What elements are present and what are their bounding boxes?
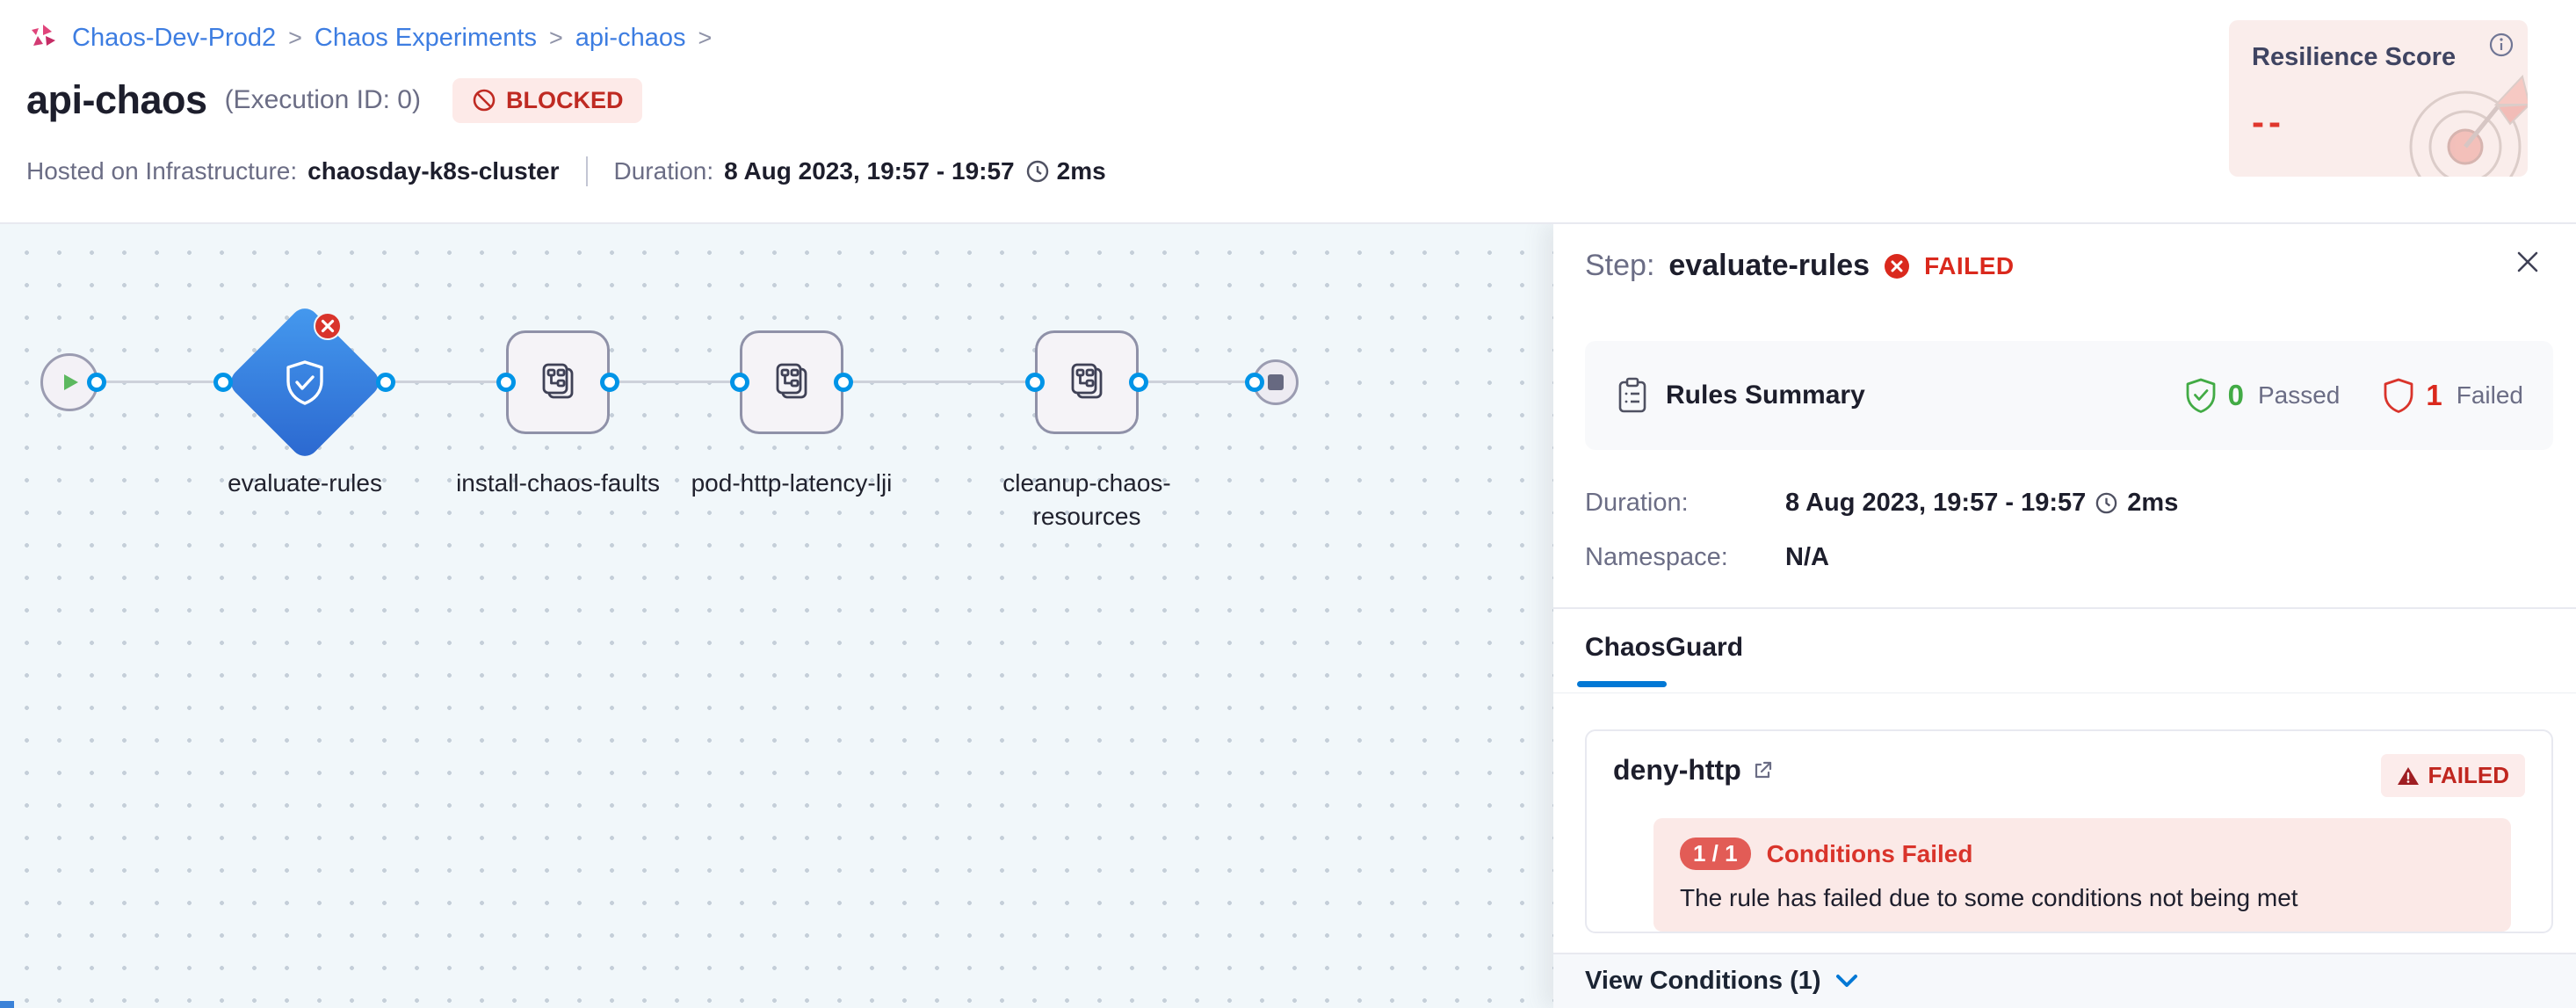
conditions-count-pill: 1 / 1: [1680, 838, 1751, 870]
info-icon[interactable]: [2487, 31, 2515, 59]
elapsed-value: 2ms: [2127, 489, 2179, 517]
rules-summary-card: Rules Summary 0 Passed 1: [1585, 341, 2553, 450]
conditions-failed-alert: 1 / 1 Conditions Failed The rule has fai…: [1653, 818, 2511, 932]
pipeline-node-evaluate-rules[interactable]: [225, 302, 385, 462]
failed-count: 1: [2426, 379, 2442, 411]
rules-summary-title: Rules Summary: [1666, 381, 1865, 410]
failed-count-group: 1 Failed: [2382, 377, 2523, 414]
duration-label: Duration:: [1585, 489, 1689, 517]
status-badge-label: BLOCKED: [505, 86, 624, 113]
pipeline-canvas[interactable]: evaluate-rules install-chaos-faults pod-…: [0, 224, 1553, 1008]
connector-port: [87, 373, 106, 392]
chaos-module-icon: [26, 21, 60, 54]
pipeline-node-cleanup-chaos-resources[interactable]: [1035, 330, 1139, 434]
rule-status-badge: FAILED: [2380, 754, 2525, 797]
step-name: evaluate-rules: [1668, 249, 1870, 282]
connector-port: [730, 373, 749, 392]
canvas-scrollbar[interactable]: [0, 1001, 14, 1008]
connector-port: [213, 373, 233, 392]
connector-port: [1025, 373, 1045, 392]
breadcrumb-separator: >: [288, 24, 302, 51]
pipeline-node-install-chaos-faults[interactable]: [506, 330, 610, 434]
step-label: Step:: [1585, 249, 1655, 282]
connector-port: [496, 373, 516, 392]
tab-chaosguard[interactable]: ChaosGuard: [1585, 633, 1744, 662]
clock-icon: [1025, 159, 1050, 184]
shield-check-green-icon: [2184, 377, 2218, 414]
breadcrumb-experiments[interactable]: Chaos Experiments: [314, 23, 537, 52]
breadcrumb: Chaos-Dev-Prod2 > Chaos Experiments > ap…: [26, 21, 712, 54]
namespace-row: Namespace: N/A: [1585, 543, 1829, 572]
divider: [1553, 607, 2576, 609]
connector-port: [600, 373, 619, 392]
chevron-down-icon: [1835, 974, 1858, 989]
pipeline-node-pod-http-latency[interactable]: [740, 330, 843, 434]
namespace-value: N/A: [1785, 543, 1829, 571]
hosted-infra-value: chaosday-k8s-cluster: [308, 157, 560, 185]
duration-row: Duration: 8 Aug 2023, 19:57 - 19:57 2ms: [1585, 489, 2178, 518]
resilience-score-value: --: [2252, 101, 2285, 142]
connector-port: [376, 373, 395, 392]
breadcrumb-separator: >: [698, 24, 713, 51]
node-label: pod-http-latency-lji: [691, 469, 893, 497]
passed-count-group: 0 Passed: [2184, 377, 2341, 414]
duration-label: Duration:: [613, 157, 714, 185]
rule-card-deny-http: deny-http FAILED: [1585, 729, 2553, 933]
step-group-icon: [768, 359, 815, 406]
passed-count: 0: [2227, 379, 2244, 411]
play-icon: [58, 371, 81, 394]
page-title: api-chaos: [26, 77, 207, 122]
connector-port: [834, 373, 853, 392]
tab-active-indicator: [1577, 681, 1667, 687]
execution-id: (Execution ID: 0): [224, 85, 421, 114]
rule-name[interactable]: deny-http: [1613, 754, 1741, 786]
page-header: Chaos-Dev-Prod2 > Chaos Experiments > ap…: [0, 0, 2576, 224]
pipeline-end-node[interactable]: [1253, 359, 1299, 405]
pipeline-connector-line: [69, 381, 1276, 383]
duration-value: 8 Aug 2023, 19:57 - 19:57: [1785, 489, 2087, 517]
passed-label: Passed: [2257, 381, 2341, 409]
duration-value: 8 Aug 2023, 19:57 - 19:57: [724, 157, 1015, 185]
step-status: FAILED: [1924, 251, 2015, 279]
node-label: install-chaos-faults: [456, 469, 660, 497]
elapsed-time: 2ms: [1025, 157, 1106, 185]
close-icon[interactable]: [2513, 247, 2543, 277]
clipboard-icon: [1615, 376, 1650, 415]
breadcrumb-experiment[interactable]: api-chaos: [575, 23, 686, 52]
breadcrumb-separator: >: [548, 24, 563, 51]
step-details-panel: Step: evaluate-rules FAILED: [1553, 224, 2576, 1008]
status-badge-blocked: BLOCKED: [452, 77, 643, 123]
breadcrumb-project[interactable]: Chaos-Dev-Prod2: [72, 23, 277, 52]
shield-check-icon: [278, 355, 332, 410]
node-label: cleanup-chaos-resources: [1002, 469, 1171, 530]
failed-circle-icon: [1884, 253, 1910, 279]
rule-status-label: FAILED: [2428, 762, 2509, 788]
step-group-icon: [534, 359, 582, 406]
target-dart-illustration: [2391, 50, 2528, 177]
blocked-icon: [472, 88, 496, 112]
connector-port: [1245, 373, 1264, 392]
namespace-label: Namespace:: [1585, 543, 1728, 571]
conditions-failed-message: The rule has failed due to some conditio…: [1680, 884, 2298, 911]
elapsed-value: 2ms: [1056, 157, 1106, 185]
node-label: evaluate-rules: [228, 469, 382, 497]
resilience-score-title: Resilience Score: [2252, 43, 2457, 71]
failed-label: Failed: [2456, 381, 2523, 409]
conditions-failed-title: Conditions Failed: [1766, 839, 1973, 867]
shield-red-icon: [2382, 377, 2415, 414]
warning-triangle-icon: [2397, 765, 2420, 787]
step-group-icon: [1063, 359, 1111, 406]
hosted-infra-label: Hosted on Infrastructure:: [26, 157, 298, 185]
connector-port: [1129, 373, 1148, 392]
node-failed-badge: [314, 312, 342, 340]
stop-icon: [1268, 374, 1284, 390]
external-link-icon[interactable]: [1752, 760, 1773, 781]
divider: [585, 156, 588, 186]
view-conditions-label: View Conditions (1): [1585, 967, 1821, 995]
clock-icon: [2095, 491, 2118, 515]
view-conditions-toggle[interactable]: View Conditions (1): [1553, 953, 2576, 1008]
resilience-score-card: Resilience Score --: [2229, 20, 2528, 177]
